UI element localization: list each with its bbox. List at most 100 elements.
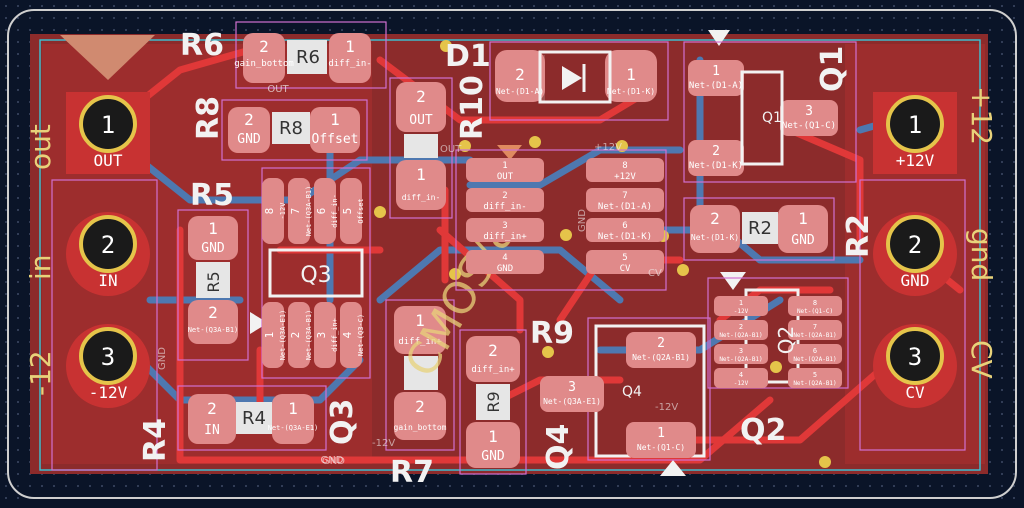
resistor-r8[interactable]: 2 GND 1 Offset R8 — [221, 99, 368, 161]
resistor-r10[interactable]: 2 OUT 1 diff_in- — [389, 77, 453, 219]
q3-pad-7-net: Net-(Q3A-B1) — [305, 186, 313, 237]
left-pin2-number: 2 — [101, 231, 115, 259]
u1-pad-1-number: 1 — [502, 161, 507, 171]
resistor-r9[interactable]: 2 diff_in+ 1 GND R9 — [459, 329, 527, 475]
q3-pad-6-net: diff_in- — [331, 194, 339, 228]
r8-refdes: R8 — [191, 96, 226, 140]
transistor-q1[interactable]: 1 Net-(D1-A) 2 Net-(D1-K) 3 Net-(Q1-C) Q… — [683, 41, 857, 183]
resistor-r5[interactable]: 1 GND 2 Net-(Q3A-B1) R5 — [177, 209, 249, 361]
faint-net-labels: GND GND -12V -12V +12V CV GND OUT — [157, 142, 678, 467]
r6-fab-label: R6 — [296, 47, 320, 68]
resistor-r4[interactable]: 2 IN 1 Net-(Q3A-E1) R4 GND — [177, 385, 344, 466]
r7-pad1-net: diff_in+ — [398, 337, 442, 347]
r9-refdes: R9 — [530, 316, 574, 351]
q2-refdes: Q2 — [740, 413, 786, 448]
r7-pad2-net: gain_bottom — [394, 423, 447, 432]
u1-pad-5-net: CV — [620, 264, 631, 274]
r7-pad1-number: 1 — [415, 311, 425, 330]
r2-pad2-net: Net-(D1-K) — [691, 233, 739, 242]
q3-pad-8[interactable]: 8-12V — [262, 178, 287, 244]
label-m12: -12 — [24, 350, 57, 396]
left-pin2-net: IN — [98, 271, 117, 290]
out-arrow-mark — [60, 35, 155, 80]
q2-pad-4-net: -12V — [734, 380, 749, 387]
connector-left[interactable]: 1 OUT 2 IN 3 -12V — [51, 92, 158, 471]
q3-pad-8-number: 8 — [263, 208, 276, 215]
r6-refdes: R6 — [180, 28, 224, 63]
q4-pad2-number: 2 — [657, 336, 665, 351]
r4-refdes: R4 — [138, 418, 173, 462]
u1-pad-8[interactable]: 8+12V — [586, 158, 664, 182]
r4-gnd-net: GND — [321, 455, 344, 466]
resistor-r6[interactable]: 2 gain_bottom 1 diff_in- R6 OUT — [234, 21, 387, 95]
u1-pad-6-net: Net-(D1-K) — [598, 232, 652, 242]
q1-pad3-net: Net-(Q1-C) — [782, 121, 836, 131]
r6-out-net: OUT — [267, 84, 289, 95]
u1-pad-5[interactable]: 5CV — [586, 250, 664, 274]
r6-pad1-net: diff_in- — [328, 59, 371, 69]
u1-pad-4-number: 4 — [502, 253, 507, 263]
q3-refdes: Q3 — [325, 399, 360, 445]
resistor-r2[interactable]: 2 Net-(D1-K) 1 GND R2 — [683, 197, 835, 261]
u1-pad-5-number: 5 — [622, 253, 627, 263]
ic-q2[interactable]: 1-12V2Net-(Q2A-B1)3Net-(Q2A-B1)4-12V8Net… — [707, 277, 849, 389]
right-pin1-number: 1 — [908, 111, 922, 139]
q2-pads: 1-12V2Net-(Q2A-B1)3Net-(Q2A-B1)4-12V8Net… — [714, 296, 842, 388]
q3-pad-2-net: Net-(Q3A-B1) — [305, 310, 313, 361]
r10-pad2-number: 2 — [416, 87, 426, 106]
r8-fab-label: R8 — [279, 118, 303, 139]
resistor-r7[interactable]: 1 diff_in+ 2 gain_bottom — [385, 299, 455, 451]
diode-d1[interactable]: 2 Net-(D1-A) 1 Net-(D1-K) — [489, 41, 669, 121]
q4-pad1-net: Net-(Q1-C) — [637, 443, 685, 452]
q2-pad-7-number: 7 — [813, 323, 817, 331]
u1-pad-4-net: GND — [497, 264, 513, 274]
r9-pad2-net: diff_in+ — [471, 365, 515, 375]
transistor-q4[interactable]: 2 Net-(Q2A-B1) 3 Net-(Q3A-E1) 1 Net-(Q1-… — [540, 317, 711, 461]
u1-pad-6-number: 6 — [622, 221, 627, 231]
u1-pad-8-number: 8 — [622, 161, 627, 171]
connector-right[interactable]: 1 +12V 2 GND 3 CV — [859, 92, 966, 451]
q2-pad-2-net: Net-(Q2A-B1) — [719, 332, 762, 339]
r5-refdes: R5 — [190, 178, 234, 213]
q2-pad-8-number: 8 — [813, 299, 817, 307]
label-in: in — [24, 254, 57, 280]
q3-pad-1-number: 1 — [263, 332, 276, 339]
r7-pad2-number: 2 — [415, 397, 425, 416]
u1-pad-2-net: diff_in- — [483, 202, 526, 212]
q2-pad-1[interactable]: 1-12V — [714, 296, 768, 316]
r9-pad1-number: 1 — [488, 427, 498, 446]
r5-pad2-net: Net-(Q3A-B1) — [188, 326, 239, 334]
d1-pad2-net: Net-(D1-A) — [496, 87, 544, 96]
q2-pad-4[interactable]: 4-12V — [714, 368, 768, 388]
faint-gnd-bottom: GND — [322, 456, 345, 467]
d1-refdes: D1 — [445, 39, 491, 74]
u1-pad-3-number: 3 — [502, 221, 507, 231]
left-pin1-number: 1 — [101, 111, 115, 139]
faint-m12-bottom: -12V — [372, 438, 395, 449]
u1-pad-3-net: diff_in+ — [483, 232, 527, 242]
